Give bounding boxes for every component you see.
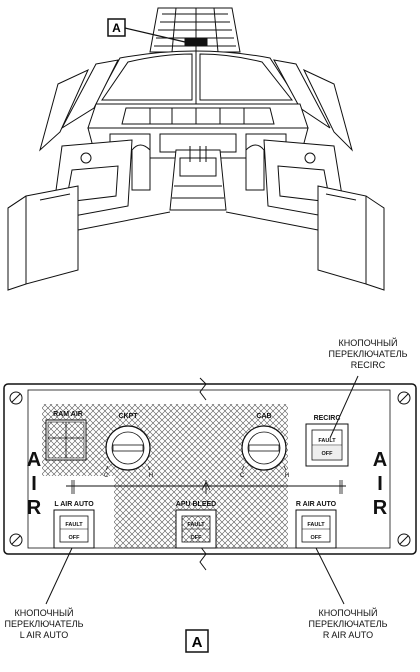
air-left-a: A bbox=[27, 449, 41, 471]
apu-bleed-label: APU BLEED bbox=[176, 501, 216, 508]
cabin-label: CAB bbox=[256, 413, 271, 420]
panel-detail bbox=[3, 375, 417, 605]
panel-text: A I R A I R RAM AIR CKPT CAB RECIRC L AI… bbox=[27, 411, 388, 541]
cabin-dial-c: C bbox=[240, 473, 245, 479]
cockpit-temp-dial bbox=[105, 425, 151, 471]
air-right-r: R bbox=[373, 497, 388, 519]
ram-air-switch bbox=[45, 419, 87, 461]
recirc-switch bbox=[305, 423, 349, 467]
l-air-auto-switch bbox=[53, 509, 95, 549]
r-air-auto-switch bbox=[295, 509, 337, 549]
cockpit-illustration bbox=[7, 7, 385, 291]
recirc-annotation-line1: КНОПОЧНЫЙ bbox=[338, 338, 398, 348]
leader-l-air bbox=[45, 547, 73, 605]
recirc-off-text: OFF bbox=[322, 451, 334, 457]
r-air-annotation-line3: R AIR AUTO bbox=[322, 630, 374, 640]
cabin-dial-h: H bbox=[285, 473, 289, 479]
cockpit-dial-c: C bbox=[104, 473, 109, 479]
apu-fault-text: FAULT bbox=[187, 522, 205, 528]
air-left-i: I bbox=[31, 473, 37, 495]
cockpit-label: CKPT bbox=[118, 413, 138, 420]
recirc-annotation-line3: RECIRC bbox=[350, 360, 386, 370]
r-air-fault-text: FAULT bbox=[307, 522, 325, 528]
r-air-auto-label: R AIR AUTO bbox=[296, 501, 337, 508]
air-right-a: A bbox=[373, 449, 387, 471]
l-air-annotation-line3: L AIR AUTO bbox=[19, 630, 69, 640]
l-air-fault-text: FAULT bbox=[65, 522, 83, 528]
overhead-highlight bbox=[184, 37, 208, 47]
top-callout-letter: A bbox=[112, 21, 121, 35]
air-right-i: I bbox=[377, 473, 383, 495]
r-air-annotation: КНОПОЧНЫЙ ПЕРЕКЛЮЧАТЕЛЬ R AIR AUTO bbox=[298, 608, 398, 641]
r-air-annotation-line1: КНОПОЧНЫЙ bbox=[318, 608, 378, 618]
l-air-off-text: OFF bbox=[69, 535, 81, 541]
r-air-annotation-line2: ПЕРЕКЛЮЧАТЕЛЬ bbox=[308, 619, 388, 629]
cockpit-dial-h: H bbox=[149, 473, 153, 479]
recirc-annotation-line2: ПЕРЕКЛЮЧАТЕЛЬ bbox=[328, 349, 408, 359]
ram-air-label: RAM AIR bbox=[53, 411, 83, 418]
panel-screws bbox=[9, 391, 411, 547]
l-air-auto-label: L AIR AUTO bbox=[54, 501, 94, 508]
recirc-annotation: КНОПОЧНЫЙ ПЕРЕКЛЮЧАТЕЛЬ RECIRC bbox=[318, 338, 418, 371]
l-air-annotation-line1: КНОПОЧНЫЙ bbox=[14, 608, 74, 618]
apu-bleed-switch bbox=[175, 509, 217, 549]
cabin-temp-dial bbox=[241, 425, 287, 471]
recirc-label: RECIRC bbox=[314, 415, 341, 422]
leader-r-air bbox=[315, 547, 345, 605]
l-air-annotation-line2: ПЕРЕКЛЮЧАТЕЛЬ bbox=[4, 619, 84, 629]
apu-off-text: OFF bbox=[191, 535, 203, 541]
bottom-callout-letter: A bbox=[192, 634, 203, 651]
top-callout: A bbox=[107, 18, 186, 43]
l-air-annotation: КНОПОЧНЫЙ ПЕРЕКЛЮЧАТЕЛЬ L AIR AUTO bbox=[0, 608, 88, 641]
r-air-off-text: OFF bbox=[311, 535, 323, 541]
recirc-fault-text: FAULT bbox=[318, 438, 336, 444]
leader-recirc bbox=[329, 375, 359, 439]
bottom-callout: A bbox=[185, 629, 209, 653]
air-left-r: R bbox=[27, 497, 42, 519]
